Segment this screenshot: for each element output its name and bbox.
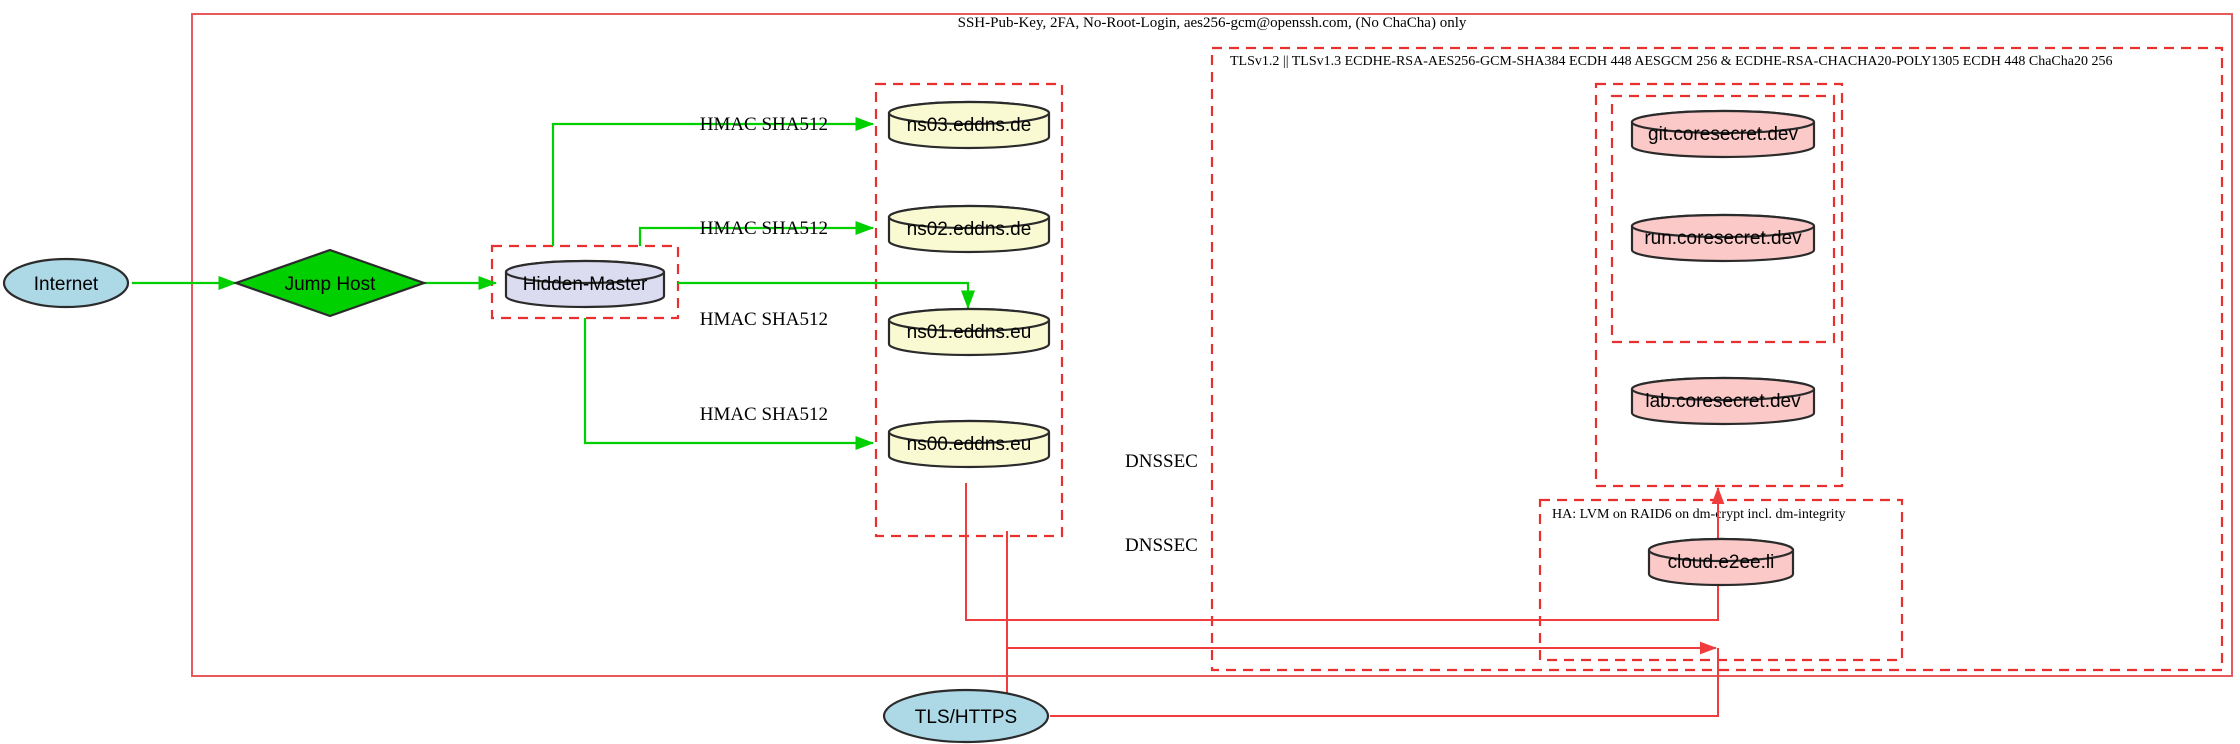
node-cloud-e2ee[interactable]: cloud.e2ee.li <box>1647 537 1795 587</box>
node-ns01-label: ns01.eddns.eu <box>907 322 1032 343</box>
edge-label-hmac-ns00: HMAC SHA512 <box>700 404 828 425</box>
edge-hidden-master-to-ns02 <box>638 220 875 246</box>
edge-tls-https-to-services <box>1050 648 1719 717</box>
node-internet[interactable]: Internet <box>2 257 130 309</box>
cluster-tls-label: TLSv1.2 || TLSv1.3 ECDHE-RSA-AES256-GCM-… <box>1230 54 2112 69</box>
cluster-ssh-label: SSH-Pub-Key, 2FA, No-Root-Login, aes256-… <box>958 15 1467 31</box>
edge-label-hmac-ns03: HMAC SHA512 <box>700 114 828 135</box>
edge-hidden-master-to-ns03 <box>551 116 875 246</box>
node-cloud-e2ee-label: cloud.e2ee.li <box>1668 552 1775 573</box>
node-tls-https[interactable]: TLS/HTTPS <box>882 688 1050 744</box>
node-ns03[interactable]: ns03.eddns.de <box>887 100 1051 150</box>
cluster-coresecret-outer <box>1594 82 1844 488</box>
cluster-ssh-outer <box>191 13 2233 677</box>
edge-hidden-master-to-ns01 <box>678 281 976 310</box>
node-tls-https-label: TLS/HTTPS <box>915 707 1017 728</box>
cluster-ha-label: HA: LVM on RAID6 on dm-crypt incl. dm-in… <box>1552 507 1845 522</box>
node-ns03-label: ns03.eddns.de <box>907 115 1032 136</box>
node-git-coresecret-label: git.coresecret.dev <box>1648 124 1798 145</box>
node-jump-host[interactable]: Jump Host <box>232 248 428 318</box>
node-ns02-label: ns02.eddns.de <box>907 219 1032 240</box>
edge-label-dnssec-1: DNSSEC <box>1125 451 1198 472</box>
cluster-coresecret-inner <box>1610 94 1836 344</box>
node-run-coresecret-label: run.coresecret.dev <box>1644 228 1802 249</box>
node-ns00[interactable]: ns00.eddns.eu <box>887 419 1051 469</box>
node-hidden-master-label: Hidden-Master <box>523 274 648 295</box>
edge-dnssec-to-coresecret <box>965 483 1725 621</box>
cluster-dns <box>874 82 1064 538</box>
node-hidden-master[interactable]: Hidden-Master <box>504 259 666 309</box>
cluster-ha <box>1538 498 1904 662</box>
node-ns00-label: ns00.eddns.eu <box>907 434 1032 455</box>
node-git-coresecret[interactable]: git.coresecret.dev <box>1630 109 1816 159</box>
edge-label-hmac-ns01: HMAC SHA512 <box>700 309 828 330</box>
node-jump-host-label: Jump Host <box>285 274 377 295</box>
node-internet-label: Internet <box>34 274 99 295</box>
node-run-coresecret[interactable]: run.coresecret.dev <box>1630 213 1816 263</box>
node-ns02[interactable]: ns02.eddns.de <box>887 204 1051 254</box>
node-lab-coresecret-label: lab.coresecret.dev <box>1645 391 1801 412</box>
edge-hidden-master-to-ns00 <box>583 318 875 451</box>
node-ns01[interactable]: ns01.eddns.eu <box>887 307 1051 357</box>
edge-label-dnssec-2: DNSSEC <box>1125 535 1198 556</box>
edge-label-hmac-ns02: HMAC SHA512 <box>700 218 828 239</box>
edge-dnssec-to-ha <box>1006 531 1717 655</box>
node-lab-coresecret[interactable]: lab.coresecret.dev <box>1630 376 1816 426</box>
